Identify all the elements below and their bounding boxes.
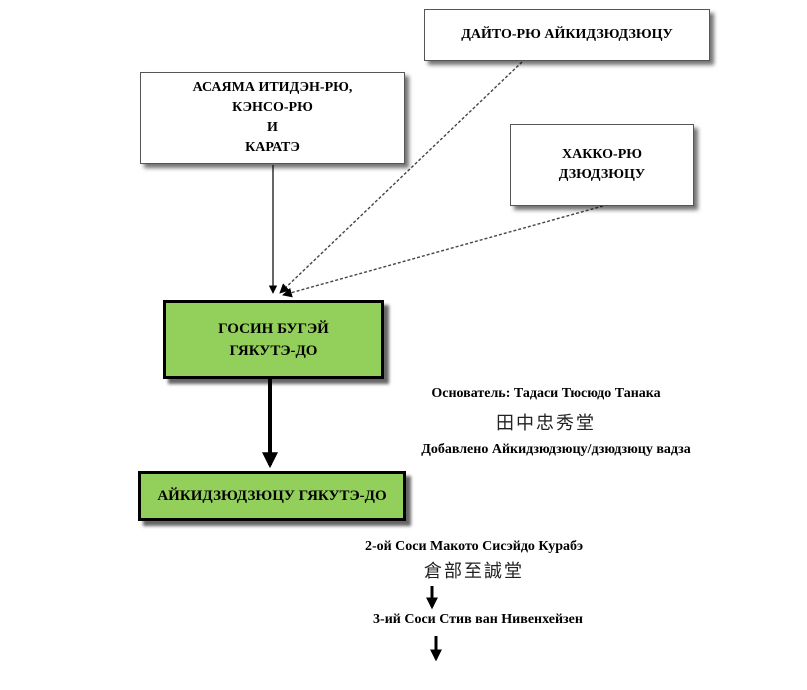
arrow-hakko-to-goshin [282, 205, 604, 298]
founder-text: Основатель: Тадаси Тюсюдо Танака [431, 386, 661, 401]
added-techniques-text: Добавлено Айкидзюдзюцу/дзюдзюцу вадза [421, 442, 691, 457]
daito-ryu-label: ДАЙТО-РЮ АЙКИДЗЮДЗЮЦУ [461, 27, 673, 42]
aikijujutsu-gyakute-do-box: АЙКИДЗЮДЗЮЦУ ГЯКУТЭ-ДО [138, 471, 406, 521]
hakko-ryu-box: ХАККО-РЮ ДЗЮДЗЮЦУ [510, 124, 694, 206]
second-soshi-text: 2-ой Соси Макото Сисэйдо Курабэ [364, 539, 584, 554]
asayama-box: АСАЯМА ИТИДЭН-РЮ, КЭНСО-РЮ И КАРАТЭ [140, 72, 405, 164]
asayama-label: АСАЯМА ИТИДЭН-РЮ, КЭНСО-РЮ И КАРАТЭ [192, 80, 353, 155]
goshin-bugei-label: ГОСИН БУГЭЙ ГЯКУТЭ-ДО [218, 320, 329, 359]
founder-kanji: 田中忠秀堂 [496, 413, 596, 434]
hakko-ryu-label: ХАККО-РЮ ДЗЮДЗЮЦУ [558, 147, 646, 182]
arrow-daito-to-goshin [279, 61, 523, 294]
goshin-bugei-box: ГОСИН БУГЭЙ ГЯКУТЭ-ДО [163, 300, 384, 379]
second-soshi-kanji: 倉部至誠堂 [424, 561, 524, 582]
daito-ryu-box: ДАЙТО-РЮ АЙКИДЗЮДЗЮЦУ [424, 9, 710, 61]
aikijujutsu-gyakute-do-label: АЙКИДЗЮДЗЮЦУ ГЯКУТЭ-ДО [157, 488, 387, 504]
third-soshi-text: 3-ий Соси Стив ван Нивенхейзен [373, 612, 583, 627]
